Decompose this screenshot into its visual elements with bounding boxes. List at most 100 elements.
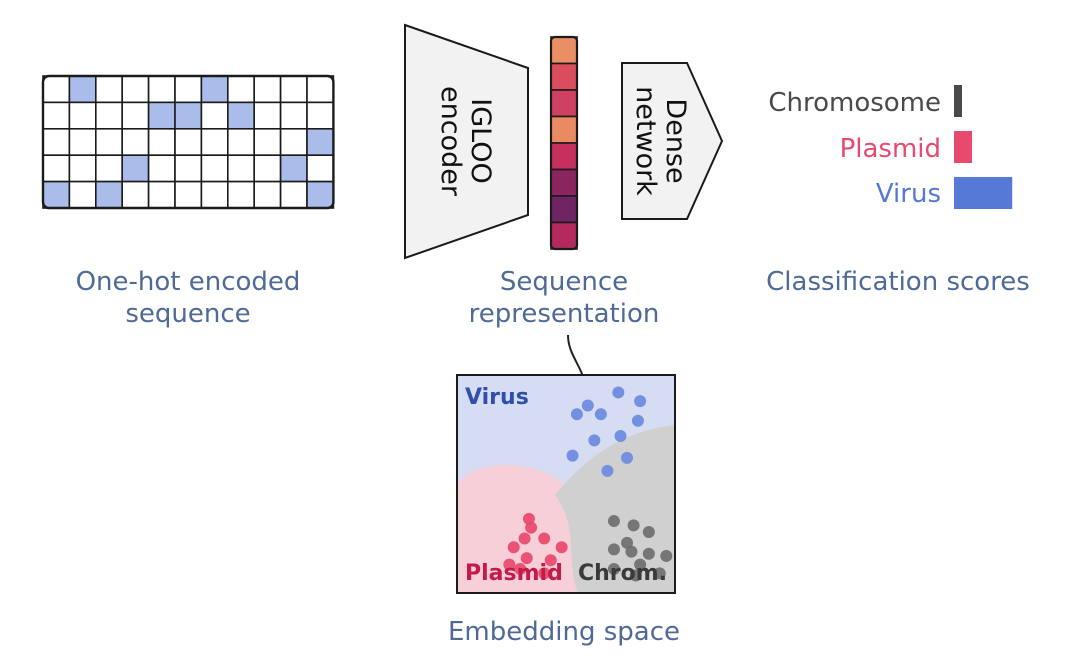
- chrom-point: [629, 569, 642, 582]
- dense-label-line-2: network: [630, 86, 661, 196]
- grid-cell: [306, 101, 335, 130]
- grid-cell: [253, 75, 282, 104]
- chrom-point: [607, 515, 620, 528]
- virus-point: [566, 449, 579, 462]
- plasmid-point: [507, 541, 520, 554]
- score-bar-chromosome: [954, 85, 962, 117]
- grid-cell: [227, 128, 256, 157]
- representation-cell: [550, 36, 578, 65]
- virus-point: [621, 451, 634, 464]
- plasmid-point: [544, 554, 557, 567]
- plasmid-point: [555, 541, 568, 554]
- virus-point: [612, 386, 625, 399]
- grid-cell: [42, 75, 71, 104]
- representation-cell: [550, 195, 578, 224]
- chrom-point: [634, 558, 647, 571]
- classification-scores: Chromosome Plasmid Virus: [768, 85, 1013, 209]
- chrom-point: [660, 549, 673, 562]
- virus-point: [601, 464, 614, 477]
- virus-point: [570, 408, 583, 421]
- virus-point: [614, 430, 627, 443]
- grid-cell: [68, 180, 97, 209]
- plasmid-point: [514, 563, 527, 576]
- chrom-point: [642, 547, 655, 560]
- score-label-virus: Virus: [876, 179, 941, 209]
- grid-cell: [147, 154, 176, 183]
- representation-caption-line-2: representation: [469, 299, 660, 329]
- dense-label-line-1: Dense: [660, 98, 691, 183]
- grid-cell: [42, 101, 71, 130]
- plasmid-point: [518, 532, 531, 545]
- grid-cell: [279, 154, 308, 183]
- one-hot-caption-line-1: One-hot encoded: [76, 267, 301, 297]
- plasmid-region-label: Plasmid: [465, 561, 563, 586]
- grid-cell: [147, 128, 176, 157]
- grid-cell: [200, 154, 229, 183]
- grid-cell: [200, 128, 229, 157]
- embedding-points: [503, 386, 673, 582]
- grid-cell: [174, 180, 203, 209]
- grid-cell: [147, 101, 176, 130]
- representation-cell: [550, 221, 578, 250]
- grid-cell: [95, 154, 124, 183]
- grid-cell: [306, 180, 335, 209]
- virus-point: [581, 399, 594, 412]
- representation-cell: [550, 168, 578, 197]
- grid-cell: [68, 154, 97, 183]
- grid-cell: [200, 101, 229, 130]
- grid-cell: [200, 75, 229, 104]
- encoder-label: IGLOO encoder: [435, 86, 496, 197]
- plasmid-point: [503, 558, 516, 571]
- grid-cell: [121, 154, 150, 183]
- chrom-point: [607, 543, 620, 556]
- chrom-region-label: Chrom.: [578, 561, 667, 586]
- grid-cell: [279, 101, 308, 130]
- grid-cell: [95, 101, 124, 130]
- grid-border: [41, 74, 335, 210]
- encoder-label-line-1: IGLOO: [465, 98, 496, 183]
- virus-point: [631, 414, 644, 427]
- score-label-plasmid: Plasmid: [840, 134, 941, 164]
- one-hot-grid: [41, 74, 335, 210]
- grid-cell: [121, 75, 150, 104]
- grid-cell: [174, 154, 203, 183]
- grid-cell: [253, 154, 282, 183]
- score-label-chromosome: Chromosome: [768, 88, 941, 118]
- score-bar-plasmid: [954, 131, 973, 163]
- chrom-point: [642, 525, 655, 538]
- sequence-representation-vector: [549, 35, 579, 251]
- chrom-point: [653, 567, 666, 580]
- virus-region-label: Virus: [465, 385, 529, 410]
- grid-cell: [68, 75, 97, 104]
- one-hot-caption-line-2: sequence: [125, 299, 250, 329]
- dense-network-block: [621, 62, 724, 220]
- grid-cell: [121, 180, 150, 209]
- grid-cell: [121, 101, 150, 130]
- representation-cell: [550, 142, 578, 171]
- representation-border: [549, 35, 579, 251]
- grid-cell: [147, 180, 176, 209]
- dense-label: Dense network: [630, 86, 691, 196]
- plasmid-point: [525, 521, 538, 534]
- representation-cell: [550, 115, 578, 144]
- representation-cell: [550, 62, 578, 91]
- grid-cell: [279, 128, 308, 157]
- grid-cell: [306, 75, 335, 104]
- chrom-point: [625, 545, 638, 558]
- chrom-point: [627, 519, 640, 532]
- virus-point: [594, 408, 607, 421]
- grid-cell: [147, 75, 176, 104]
- virus-point: [634, 395, 647, 408]
- grid-cell: [200, 180, 229, 209]
- grid-cell: [174, 75, 203, 104]
- grid-cell: [253, 101, 282, 130]
- embedding-caption: Embedding space: [448, 617, 680, 647]
- igloo-encoder-block: [404, 23, 529, 260]
- scores-caption: Classification scores: [766, 267, 1030, 297]
- representation-cell: [550, 89, 578, 118]
- grid-cell: [95, 128, 124, 157]
- grid-cell: [121, 128, 150, 157]
- grid-cell: [68, 128, 97, 157]
